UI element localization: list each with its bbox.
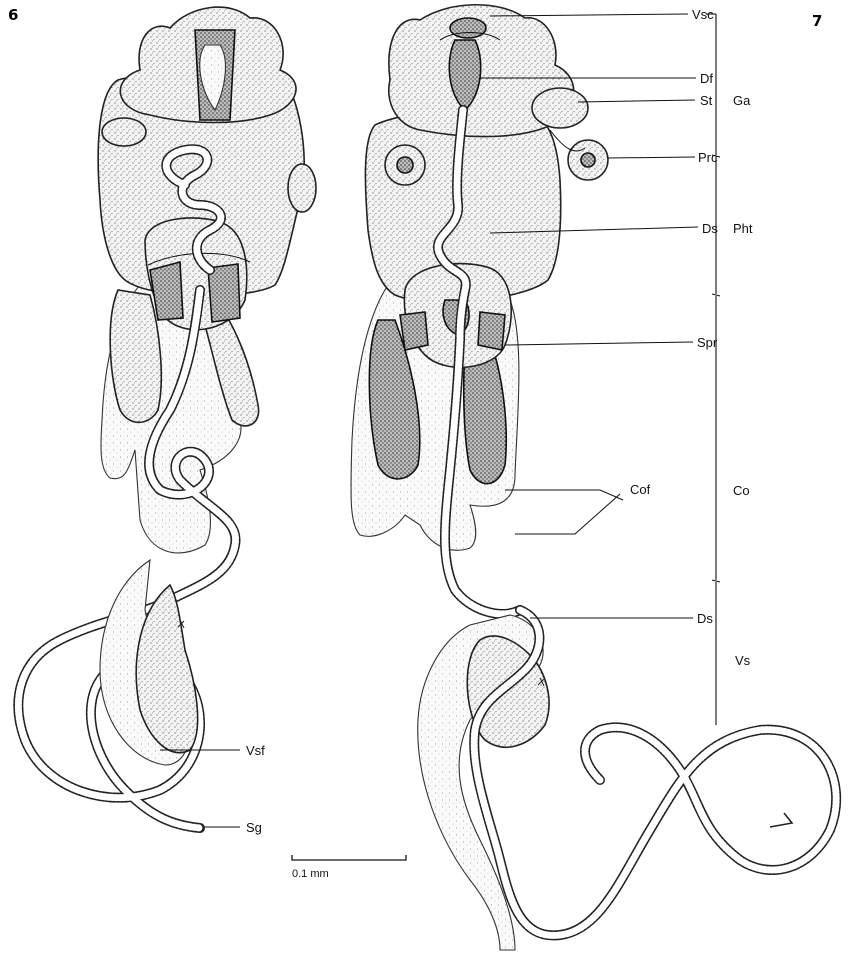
label-spr: Spr [697, 335, 718, 350]
region-co: Co [733, 483, 750, 498]
label-cof: Cof [630, 482, 651, 497]
specimen-right [351, 5, 836, 950]
region-ga: Ga [733, 93, 751, 108]
scale-bar-label: 0.1 mm [292, 868, 329, 880]
label-ds-lower: Ds [697, 611, 713, 626]
label-st: St [700, 93, 713, 108]
region-vs: Vs [735, 653, 751, 668]
side-lobe-right [288, 164, 316, 212]
scale-bar: 0.1 mm [292, 855, 406, 880]
label-vsf: Vsf [246, 743, 265, 758]
side-lobe-left [102, 118, 146, 146]
label-sg: Sg [246, 820, 262, 835]
label-df: Df [700, 71, 713, 86]
figure-number-7: 7 [812, 12, 822, 30]
label-prc: Prc [698, 150, 718, 165]
region-pht: Pht [733, 221, 753, 236]
figure-number-6: 6 [8, 6, 18, 24]
region-bracket: Ga Pht Co Vs [706, 14, 753, 725]
specimen-left [18, 7, 316, 828]
